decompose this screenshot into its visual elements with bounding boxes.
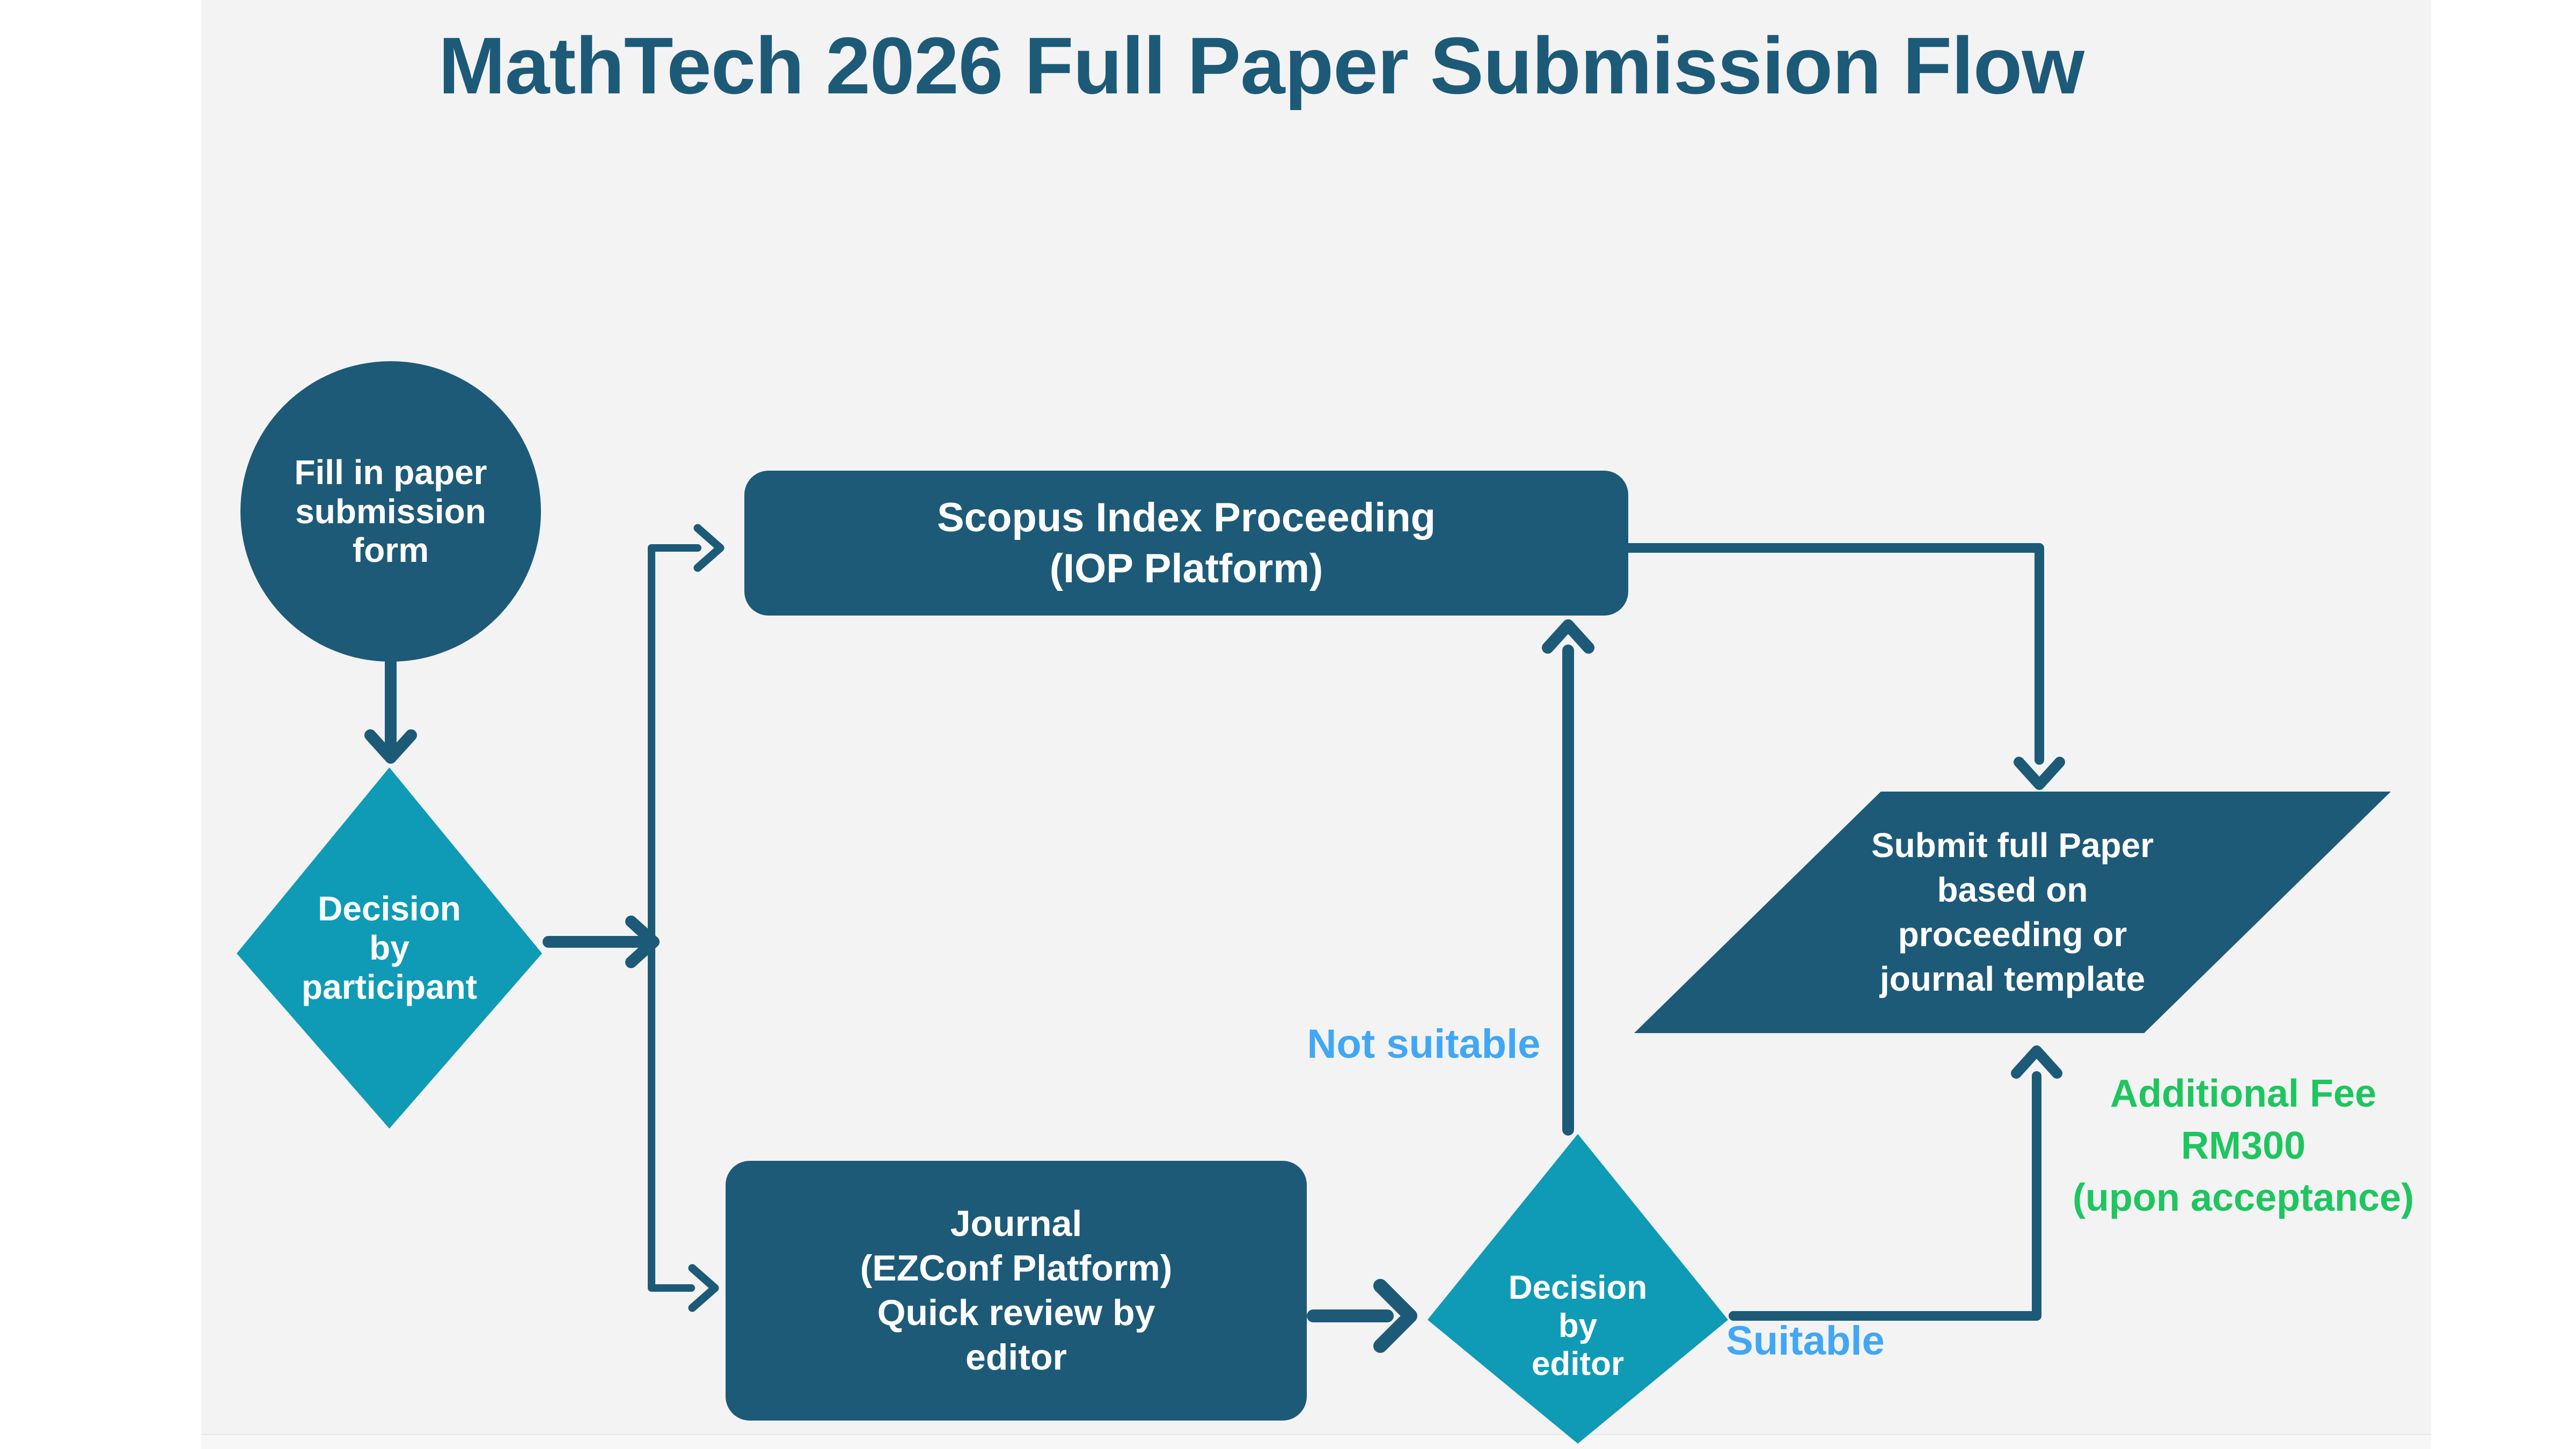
node-scopus-proceeding: Scopus Index Proceeding (IOP Platform)	[744, 471, 1628, 616]
arrow-participant-to-branch	[543, 916, 660, 968]
arrow-journal-to-editor	[1307, 1279, 1417, 1353]
branch-line	[648, 524, 724, 1312]
edge-label-additional-fee: Additional Fee RM300 (upon acceptance)	[2072, 1072, 2414, 1220]
arrow-suitable	[1729, 1045, 2062, 1321]
arrow-scopus-to-submit	[1623, 543, 2065, 790]
canvas-bottom-strip	[201, 1434, 2431, 1449]
node-start-circle: Fill in paper submission form	[240, 361, 541, 662]
diagram-canvas	[201, 0, 2431, 1449]
arrow-start-to-participant	[364, 657, 417, 764]
edge-label-not-suitable: Not suitable	[1307, 1021, 1541, 1067]
page-title: MathTech 2026 Full Paper Submission Flow	[438, 20, 2084, 111]
arrow-not-suitable	[1542, 619, 1594, 1136]
node-journal-review: Journal (EZConf Platform) Quick review b…	[726, 1161, 1307, 1421]
edge-label-suitable: Suitable	[1726, 1318, 1885, 1364]
